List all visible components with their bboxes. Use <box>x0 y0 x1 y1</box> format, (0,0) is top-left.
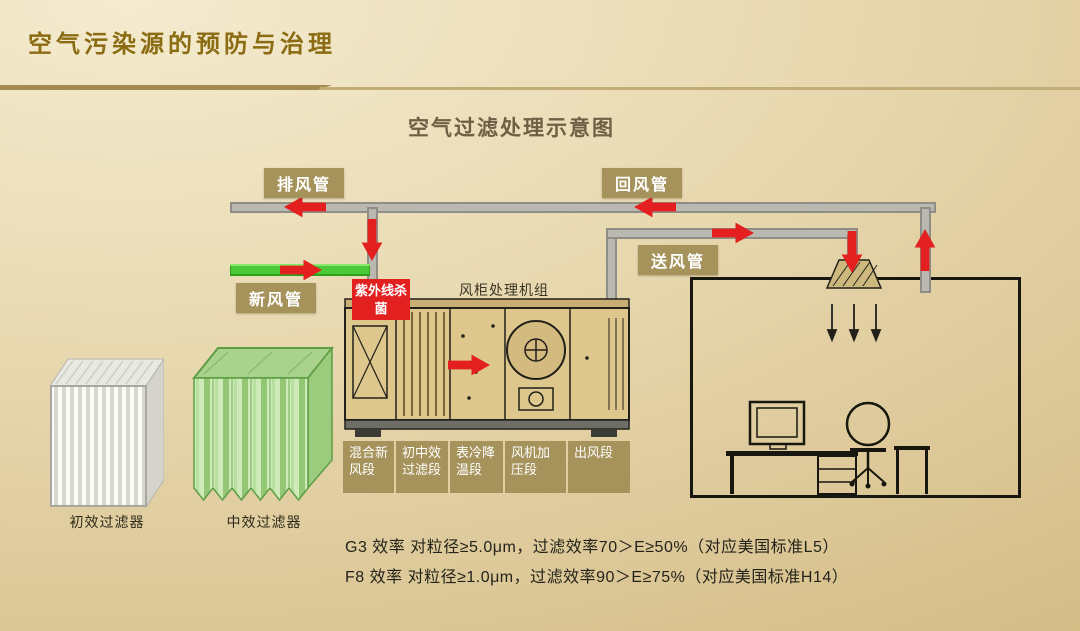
primary-filter-image <box>49 356 165 509</box>
efficiency-note-g3: G3 效率 对粒径≥5.0μm，过滤效率70＞E≥50%（对应美国标准L5） <box>345 539 839 556</box>
ahu-section-fan: 风机加压段 <box>505 441 566 493</box>
efficiency-note-f8: F8 效率 对粒径≥1.0μm，过滤效率90＞E≥75%（对应美国标准H14） <box>345 569 849 586</box>
outlet-louver <box>608 318 624 410</box>
office-chair <box>845 401 891 489</box>
desk <box>726 451 858 495</box>
ahu-caption: 风柜处理机组 <box>459 282 549 298</box>
ahu-section-outlet: 出风段 <box>568 441 630 493</box>
exhaust-return-duct-top <box>230 202 936 213</box>
fresh-air-arrow-icon <box>280 259 322 281</box>
exhaust-duct-label: 排风管 <box>264 168 345 198</box>
uv-sterilization-badge: 紫外线杀菌 <box>352 279 410 321</box>
header-rule <box>320 87 1080 90</box>
return-up-arrow-icon <box>914 229 936 271</box>
fan <box>506 320 566 411</box>
mixing-down-arrow-icon <box>361 219 383 261</box>
return-flow-arrow-icon <box>634 196 676 218</box>
diagram-title: 空气过滤处理示意图 <box>408 117 615 140</box>
ahu-section-cooling: 表冷降温段 <box>450 441 503 493</box>
primary-filter-caption: 初效过滤器 <box>69 514 145 530</box>
header-rule-accent <box>0 85 332 90</box>
airflow-down-arrows <box>826 304 882 343</box>
monitor <box>748 400 806 450</box>
filter-media <box>403 312 445 416</box>
air-handling-unit-drawing <box>343 298 631 438</box>
medium-filter-caption: 中效过滤器 <box>226 514 302 530</box>
return-duct-label: 回风管 <box>602 168 683 198</box>
office-workstation-drawing <box>722 384 934 498</box>
ceiling-diffuser <box>818 258 890 350</box>
supply-flow-arrow-icon <box>712 222 754 244</box>
supply-duct-label: 送风管 <box>638 245 719 275</box>
page-title: 空气污染源的预防与治理 <box>28 31 336 58</box>
fresh-duct-label: 新风管 <box>236 283 317 313</box>
ahu-section-mixing: 混合新风段 <box>343 441 394 493</box>
medium-filter-image <box>188 340 338 508</box>
ahu-section-prefilter: 初中效过滤段 <box>396 441 448 493</box>
supply-riser-duct <box>606 232 617 302</box>
side-table <box>894 446 930 494</box>
exhaust-flow-arrow-icon <box>284 196 326 218</box>
access-door <box>352 325 388 399</box>
